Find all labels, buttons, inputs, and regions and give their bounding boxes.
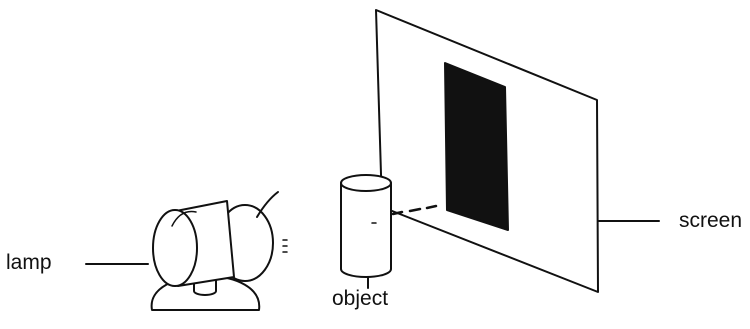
light-ray-dashes bbox=[391, 204, 438, 216]
light-arc bbox=[256, 191, 279, 218]
lamp-label: lamp bbox=[6, 251, 52, 274]
object-label: object bbox=[332, 287, 389, 310]
lamp-head bbox=[152, 200, 235, 287]
shadow bbox=[444, 62, 509, 231]
light-glow-marks bbox=[282, 239, 288, 253]
screen-label: screen bbox=[679, 209, 743, 232]
object bbox=[340, 174, 392, 278]
